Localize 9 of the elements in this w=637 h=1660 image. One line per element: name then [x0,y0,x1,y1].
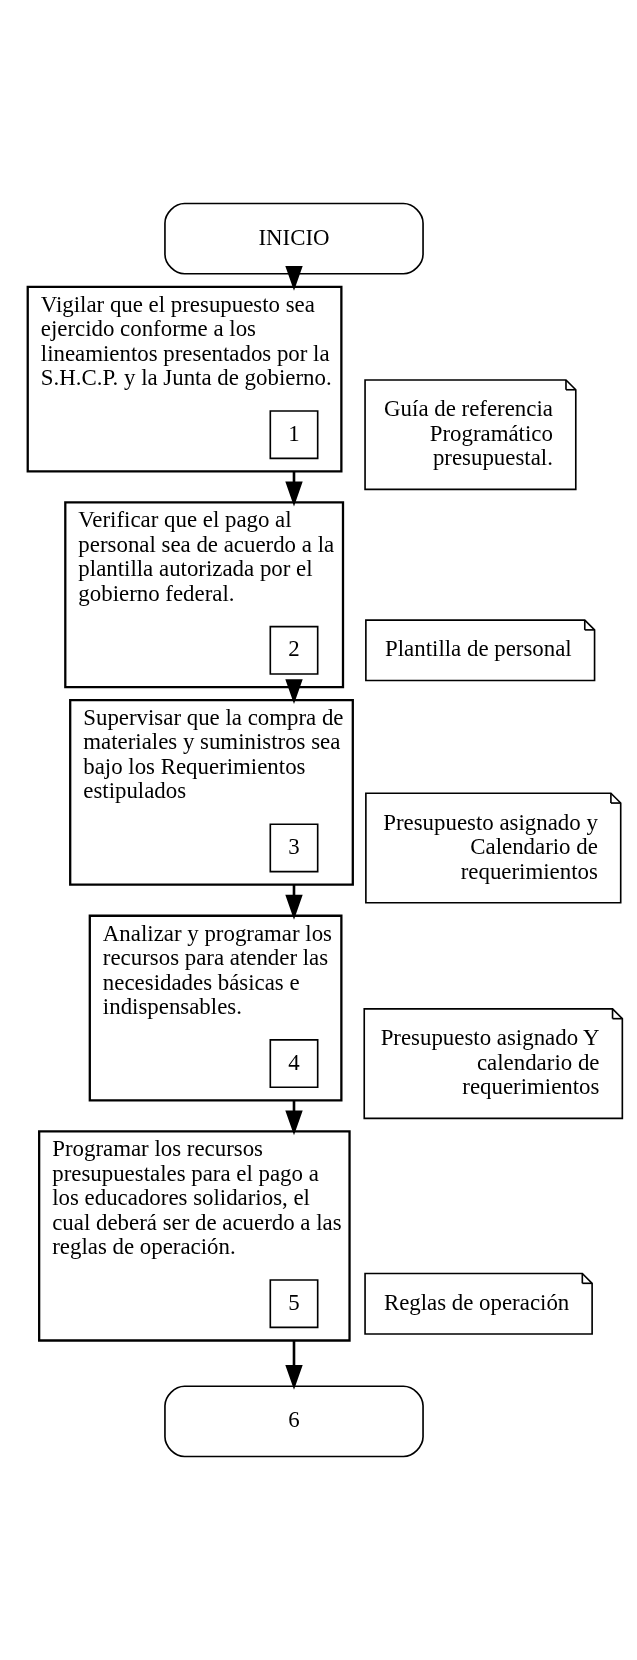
node-box: 6 [164,1385,424,1458]
arrow [285,1340,303,1390]
node-box: 2 [269,625,319,675]
arrow [285,265,303,291]
node-box: 5 [269,1279,319,1329]
node-box: 3 [269,823,319,873]
arrow [285,679,303,705]
node-box: 4 [269,1039,319,1089]
node-box: 1 [269,410,319,460]
